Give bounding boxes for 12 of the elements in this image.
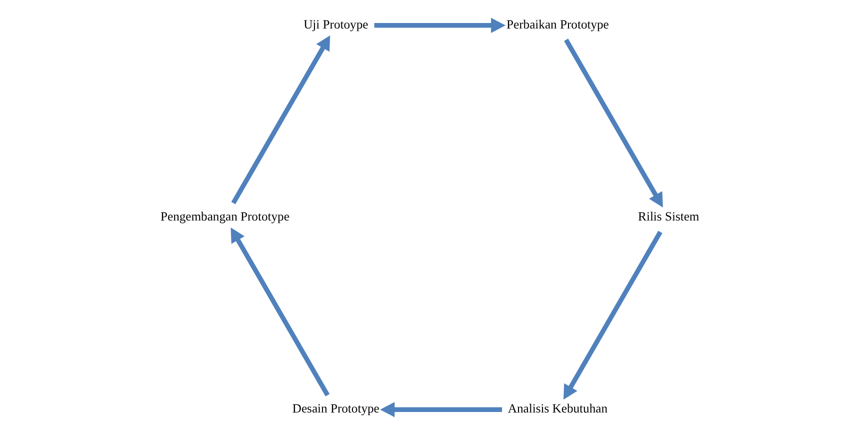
arrow — [230, 227, 330, 396]
node-text: Rilis Sistem — [638, 209, 700, 224]
arrow — [563, 230, 662, 400]
node-text: Perbaikan Prototype — [506, 17, 609, 32]
arrow — [374, 18, 506, 34]
arrow — [231, 35, 330, 204]
node-text: Desain Prototype — [292, 402, 380, 416]
arrow — [380, 402, 502, 418]
node-text: Uji Protoype — [304, 17, 368, 32]
arrow — [564, 38, 663, 208]
node-text: Pengembangan Prototype — [160, 209, 290, 224]
node-text: Analisis Kebutuhan — [508, 402, 608, 416]
